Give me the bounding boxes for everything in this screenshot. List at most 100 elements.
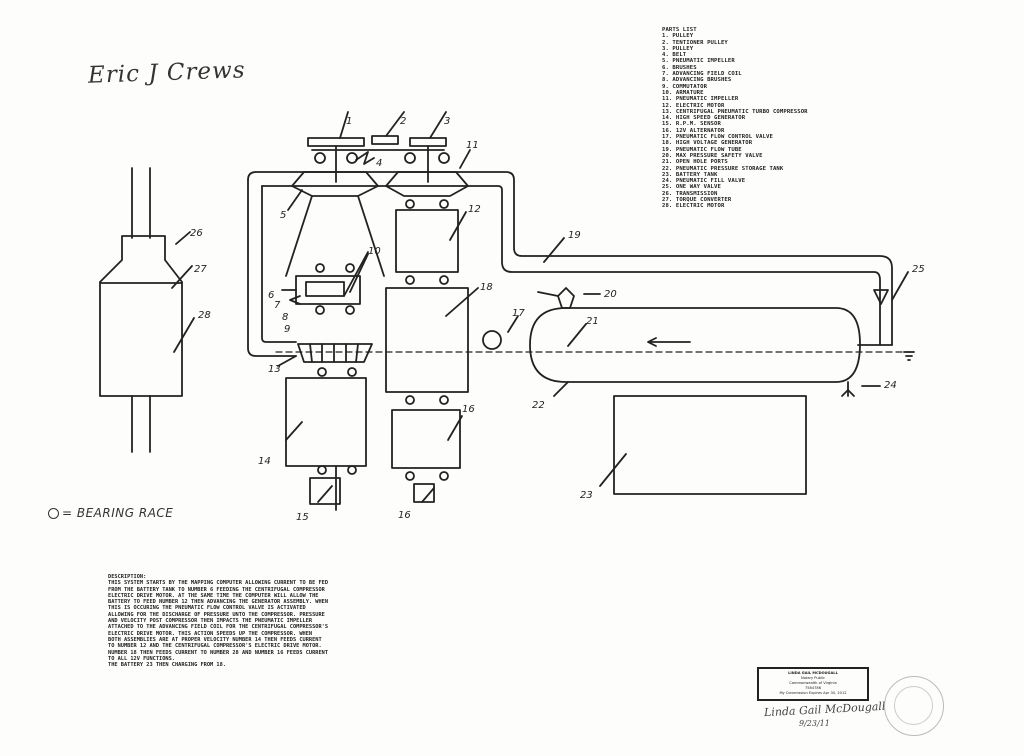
label-25: 25 (912, 264, 925, 275)
engine-assembly (99, 167, 195, 453)
description-line: TO NUMBER 12 AND THE CENTRIFUGAL COMPRES… (108, 643, 322, 650)
high-speed-generator-14 (285, 377, 367, 467)
list-item: 22. PNEUMATIC PRESSURE STORAGE TANK (662, 165, 784, 172)
list-item: 19. PNEUMATIC FLOW TUBE (662, 146, 742, 153)
label-3: 3 (444, 116, 450, 127)
label-13: 13 (268, 364, 281, 375)
list-item: 8. ADVANCING BRUSHES (662, 77, 732, 84)
label-2: 2 (400, 116, 406, 127)
label-1: 1 (346, 116, 352, 127)
label-19: 19 (568, 230, 581, 241)
label-21: 21 (586, 316, 599, 327)
alternator-16 (391, 409, 461, 469)
list-item: 2. TENTIONER PULLEY (662, 39, 728, 46)
notary-stamp: LINDA GAIL MCDOUGALL Notary Public Commo… (757, 667, 869, 701)
right-column (385, 152, 469, 503)
notary-name: LINDA GAIL MCDOUGALL (788, 671, 838, 675)
battery-tank-23 (613, 395, 807, 495)
leader-26 (175, 231, 191, 245)
one-way-valve-25 (873, 289, 889, 305)
list-item: 7. ADVANCING FIELD COIL (662, 71, 742, 78)
label-23: 23 (580, 490, 593, 501)
pulley-1 (307, 137, 365, 147)
list-item: 11. PNEUMATIC IMPELLER (662, 96, 739, 103)
notary-line: My Commission Expires Apr 30, 2012 (779, 691, 847, 695)
label-22: 22 (532, 400, 545, 411)
list-item: 18. HIGH VOLTAGE GENERATOR (662, 140, 753, 147)
pneumatic-impeller-5 (291, 171, 379, 197)
pneumatic-flow-tube (247, 171, 893, 357)
label-8: 8 (282, 312, 288, 323)
flow-control-valve-17 (482, 330, 502, 350)
list-item: 12. ELECTRIC MOTOR (662, 102, 725, 109)
label-28: 28 (198, 310, 211, 321)
label-27: 27 (194, 264, 207, 275)
description-line: TO ALL 12V FUNCTIONS. (108, 655, 175, 662)
bearing-race-icon (48, 507, 59, 519)
label-7: 7 (274, 300, 281, 311)
list-item: 25. ONE WAY VALVE (662, 184, 721, 191)
list-item: 3. PULLEY (662, 45, 694, 52)
description-heading: DESCRIPTION: (108, 574, 147, 580)
label-14: 14 (258, 456, 271, 467)
list-item: 1. PULLEY (662, 33, 694, 40)
storage-tank-22 (529, 307, 861, 383)
leader-27 (171, 265, 193, 289)
label-20: 20 (604, 289, 617, 300)
list-item: 16. 12V ALTERNATOR (662, 127, 725, 134)
electric-motor-12 (395, 209, 459, 273)
description-line: THE BATTERY 23 THEN CHARGING FROM 18. (108, 662, 226, 669)
label-11: 11 (466, 140, 479, 151)
leader-28 (173, 317, 195, 353)
label-16b: 16 (462, 404, 475, 415)
list-item: 26. TRANSMISSION (662, 190, 718, 197)
notary-date: 9/23/11 (799, 719, 830, 728)
label-18: 18 (480, 282, 493, 293)
ground-symbol (903, 351, 915, 361)
notary-line: Commonwealth of Virginia (789, 681, 837, 685)
list-item: 10. ARMATURE (662, 89, 704, 96)
notary-line: Notary Public (801, 676, 825, 680)
description-line: BATTERY TO FEED NUMBER 12 THEN ADVANCING… (108, 599, 329, 606)
label-6: 6 (268, 290, 274, 301)
label-24: 24 (884, 380, 897, 391)
list-item: 27. TORQUE CONVERTER (662, 197, 732, 204)
list-item: 21. OPEN HOLE PORTS (662, 159, 728, 166)
left-column (281, 152, 385, 511)
bearing-race-legend: = BEARING RACE (48, 506, 173, 520)
list-item: 4. BELT (662, 52, 687, 59)
description-line: ELECTRIC DRIVE MOTOR. AT THE SAME TIME T… (108, 592, 319, 599)
list-item: 17. PNEUMATIC FLOW CONTROL VALVE (662, 134, 773, 141)
notary-line: 7584786 (804, 686, 821, 690)
label-10: 10 (368, 246, 381, 257)
pneumatic-impeller-11 (385, 171, 469, 197)
description-line: ELECTRIC DRIVE MOTOR. THIS ACTION SPEEDS… (108, 630, 313, 637)
list-item: 13. CENTRIFUGAL PNEUMATIC TURBO COMPRESS… (662, 108, 808, 115)
parts-list-items: 1. PULLEY 2. TENTIONER PULLEY 3. PULLEY … (662, 33, 862, 209)
tensioner-pulley-2 (371, 135, 399, 145)
list-item: 6. BRUSHES (662, 64, 697, 71)
parts-list: PARTS LIST 1. PULLEY 2. TENTIONER PULLEY… (662, 27, 862, 210)
list-item: 28. ELECTRIC MOTOR (662, 203, 725, 210)
label-9: 9 (284, 324, 290, 335)
list-item: 9. COMMUTATOR (662, 83, 708, 90)
description-line: AND VELOCITY POST COMPRESSOR THEN IMPACT… (108, 618, 313, 625)
label-17: 17 (512, 308, 525, 319)
list-item: 14. HIGH SPEED GENERATOR (662, 115, 746, 122)
rpm-sensor-15 (309, 477, 341, 505)
list-item: 5. PNEUMATIC IMPELLER (662, 58, 735, 65)
label-16a: 16 (398, 510, 411, 521)
list-item: 20. MAX PRESSURE SAFETY VALVE (662, 152, 763, 159)
description-line: ALLOWING FOR THE DISCHARGE OF PRESSURE U… (108, 611, 325, 618)
fill-valve-24 (841, 389, 855, 397)
description-line: FROM THE BATTERY TANK TO NUMBER 6 FEEDIN… (108, 586, 325, 593)
list-item: 15. R.P.M. SENSOR (662, 121, 721, 128)
description-line: THIS IS OCCURING THE PNEUMATIC FLOW CONT… (108, 605, 306, 612)
description-line: BOTH ASSEMBLIES ARE AT PROPER VELOCITY N… (108, 636, 322, 643)
parts-list-title: PARTS LIST (662, 27, 697, 33)
description-line: THIS SYSTEM STARTS BY THE MAPPING COMPUT… (108, 580, 329, 587)
list-item: 24. PNEUMATIC FILL VALVE (662, 178, 746, 185)
list-item: 23. BATTERY TANK (662, 171, 718, 178)
label-4: 4 (376, 158, 382, 169)
